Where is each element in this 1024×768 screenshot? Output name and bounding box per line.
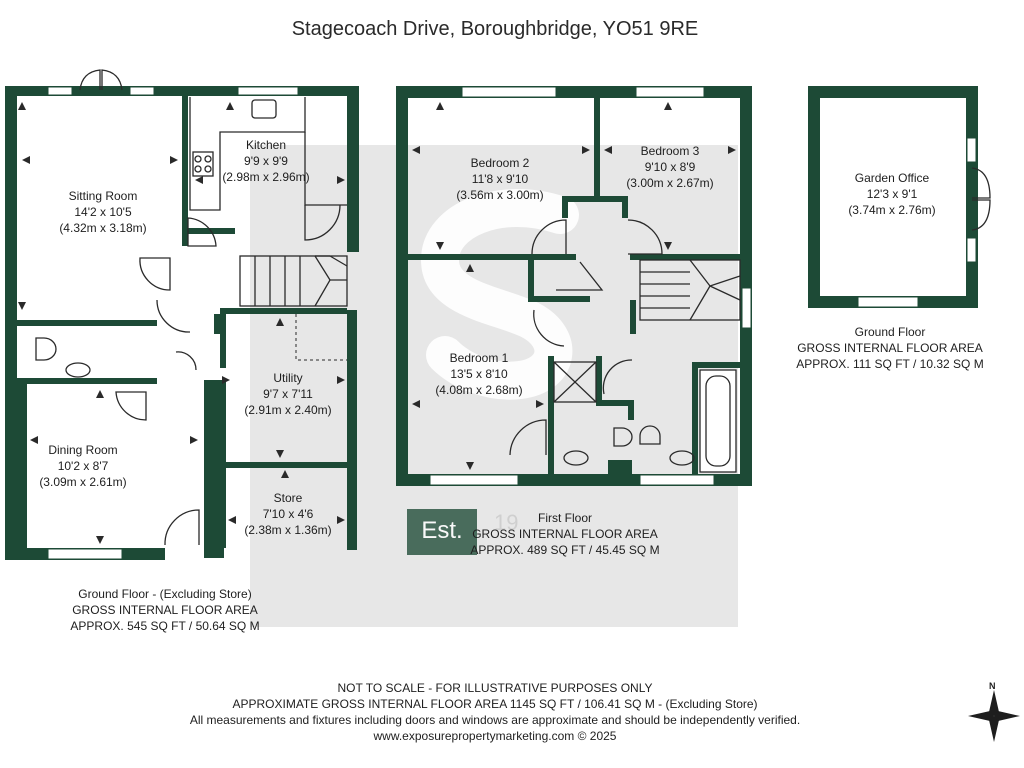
staircase-first [639,259,741,321]
watermark [250,145,738,627]
compass-rose [968,690,1020,742]
floor-area-heading: GROSS INTERNAL FLOOR AREA [72,603,258,617]
room-size-metric: (3.74m x 2.76m) [848,203,936,217]
floor-area-heading: GROSS INTERNAL FLOOR AREA [797,341,983,355]
room-size-metric: (2.38m x 1.36m) [244,523,332,537]
floor-name: Ground Floor - (Excluding Store) [78,587,252,601]
room-size-imperial: 13'5 x 8'10 [450,367,508,381]
room-size-metric: (3.09m x 2.61m) [39,475,127,489]
room-size-imperial: 9'10 x 8'9 [644,160,696,174]
not-to-scale-note: NOT TO SCALE - FOR ILLUSTRATIVE PURPOSES… [337,681,653,695]
first-floor-plan [396,86,752,486]
room-label-dining-room: Dining Room 10'2 x 8'7 (3.09m x 2.61m) [28,442,138,490]
ground-floor-plan [5,69,359,560]
room-size-imperial: 7'10 x 4'6 [262,507,314,521]
room-size-imperial: 14'2 x 10'5 [74,205,132,219]
floor-area-value: APPROX. 489 SQ FT / 45.45 SQ M [470,543,660,557]
room-size-imperial: 9'7 x 7'11 [263,387,313,401]
room-label-store: Store 7'10 x 4'6 (2.38m x 1.36m) [236,490,340,538]
room-size-metric: (3.00m x 2.67m) [626,176,714,190]
disclaimer-footer: NOT TO SCALE - FOR ILLUSTRATIVE PURPOSES… [0,680,990,744]
room-size-metric: (3.56m x 3.00m) [456,188,544,202]
watermark-year: 19 [494,510,519,535]
ground-floor-area-caption: Ground Floor - (Excluding Store) GROSS I… [40,586,290,634]
room-label-sitting-room: Sitting Room 14'2 x 10'5 (4.32m x 3.18m) [48,188,158,236]
garden-office-area-caption: Ground Floor GROSS INTERNAL FLOOR AREA A… [780,324,1000,372]
room-label-bedroom-2: Bedroom 2 11'8 x 9'10 (3.56m x 3.00m) [448,155,552,203]
room-name: Dining Room [48,443,118,457]
room-name: Utility [273,371,303,385]
room-name: Store [273,491,303,505]
room-label-bedroom-3: Bedroom 3 9'10 x 8'9 (3.00m x 2.67m) [618,143,722,191]
room-size-metric: (2.91m x 2.40m) [244,403,332,417]
floor-name: Ground Floor [854,325,926,339]
room-name: Bedroom 1 [449,351,509,365]
garden-office-plan [808,86,991,308]
floor-area-value: APPROX. 545 SQ FT / 50.64 SQ M [70,619,260,633]
room-label-bedroom-1: Bedroom 1 13'5 x 8'10 (4.08m x 2.68m) [427,350,531,398]
room-name: Bedroom 3 [640,144,700,158]
website-copyright: www.exposurepropertymarketing.com © 2025 [373,729,617,743]
first-floor-area-caption: First Floor GROSS INTERNAL FLOOR AREA AP… [450,510,680,558]
room-name: Bedroom 2 [470,156,530,170]
property-address: Stagecoach Drive, Boroughbridge, YO51 9R… [291,18,699,40]
room-size-metric: (4.32m x 3.18m) [59,221,147,235]
room-name: Garden Office [854,171,930,185]
measurement-disclaimer: All measurements and fixtures including … [189,713,801,727]
room-size-metric: (4.08m x 2.68m) [435,383,523,397]
dimension-arrows-ground [18,102,345,544]
room-size-imperial: 9'9 x 9'9 [244,154,288,168]
room-label-garden-office: Garden Office 12'3 x 9'1 (3.74m x 2.76m) [840,170,944,218]
dimension-arrows-first [412,102,736,470]
room-size-imperial: 11'8 x 9'10 [471,172,529,186]
compass-north-label: N [989,681,996,691]
room-name: Kitchen [245,138,287,152]
room-size-imperial: 12'3 x 9'1 [866,187,918,201]
floor-area-heading: GROSS INTERNAL FLOOR AREA [472,527,658,541]
room-size-imperial: 10'2 x 8'7 [57,459,109,473]
room-label-utility: Utility 9'7 x 7'11 (2.91m x 2.40m) [236,370,340,418]
staircase-ground [239,255,348,307]
room-name: Sitting Room [68,189,138,203]
total-area-note: APPROXIMATE GROSS INTERNAL FLOOR AREA 11… [232,697,758,711]
room-size-metric: (2.98m x 2.96m) [222,170,310,184]
room-label-kitchen: Kitchen 9'9 x 9'9 (2.98m x 2.96m) [214,137,318,185]
floor-area-value: APPROX. 111 SQ FT / 10.32 SQ M [796,357,984,371]
floor-name: First Floor [538,511,592,525]
watermark-est-logo: Est. [407,509,477,555]
